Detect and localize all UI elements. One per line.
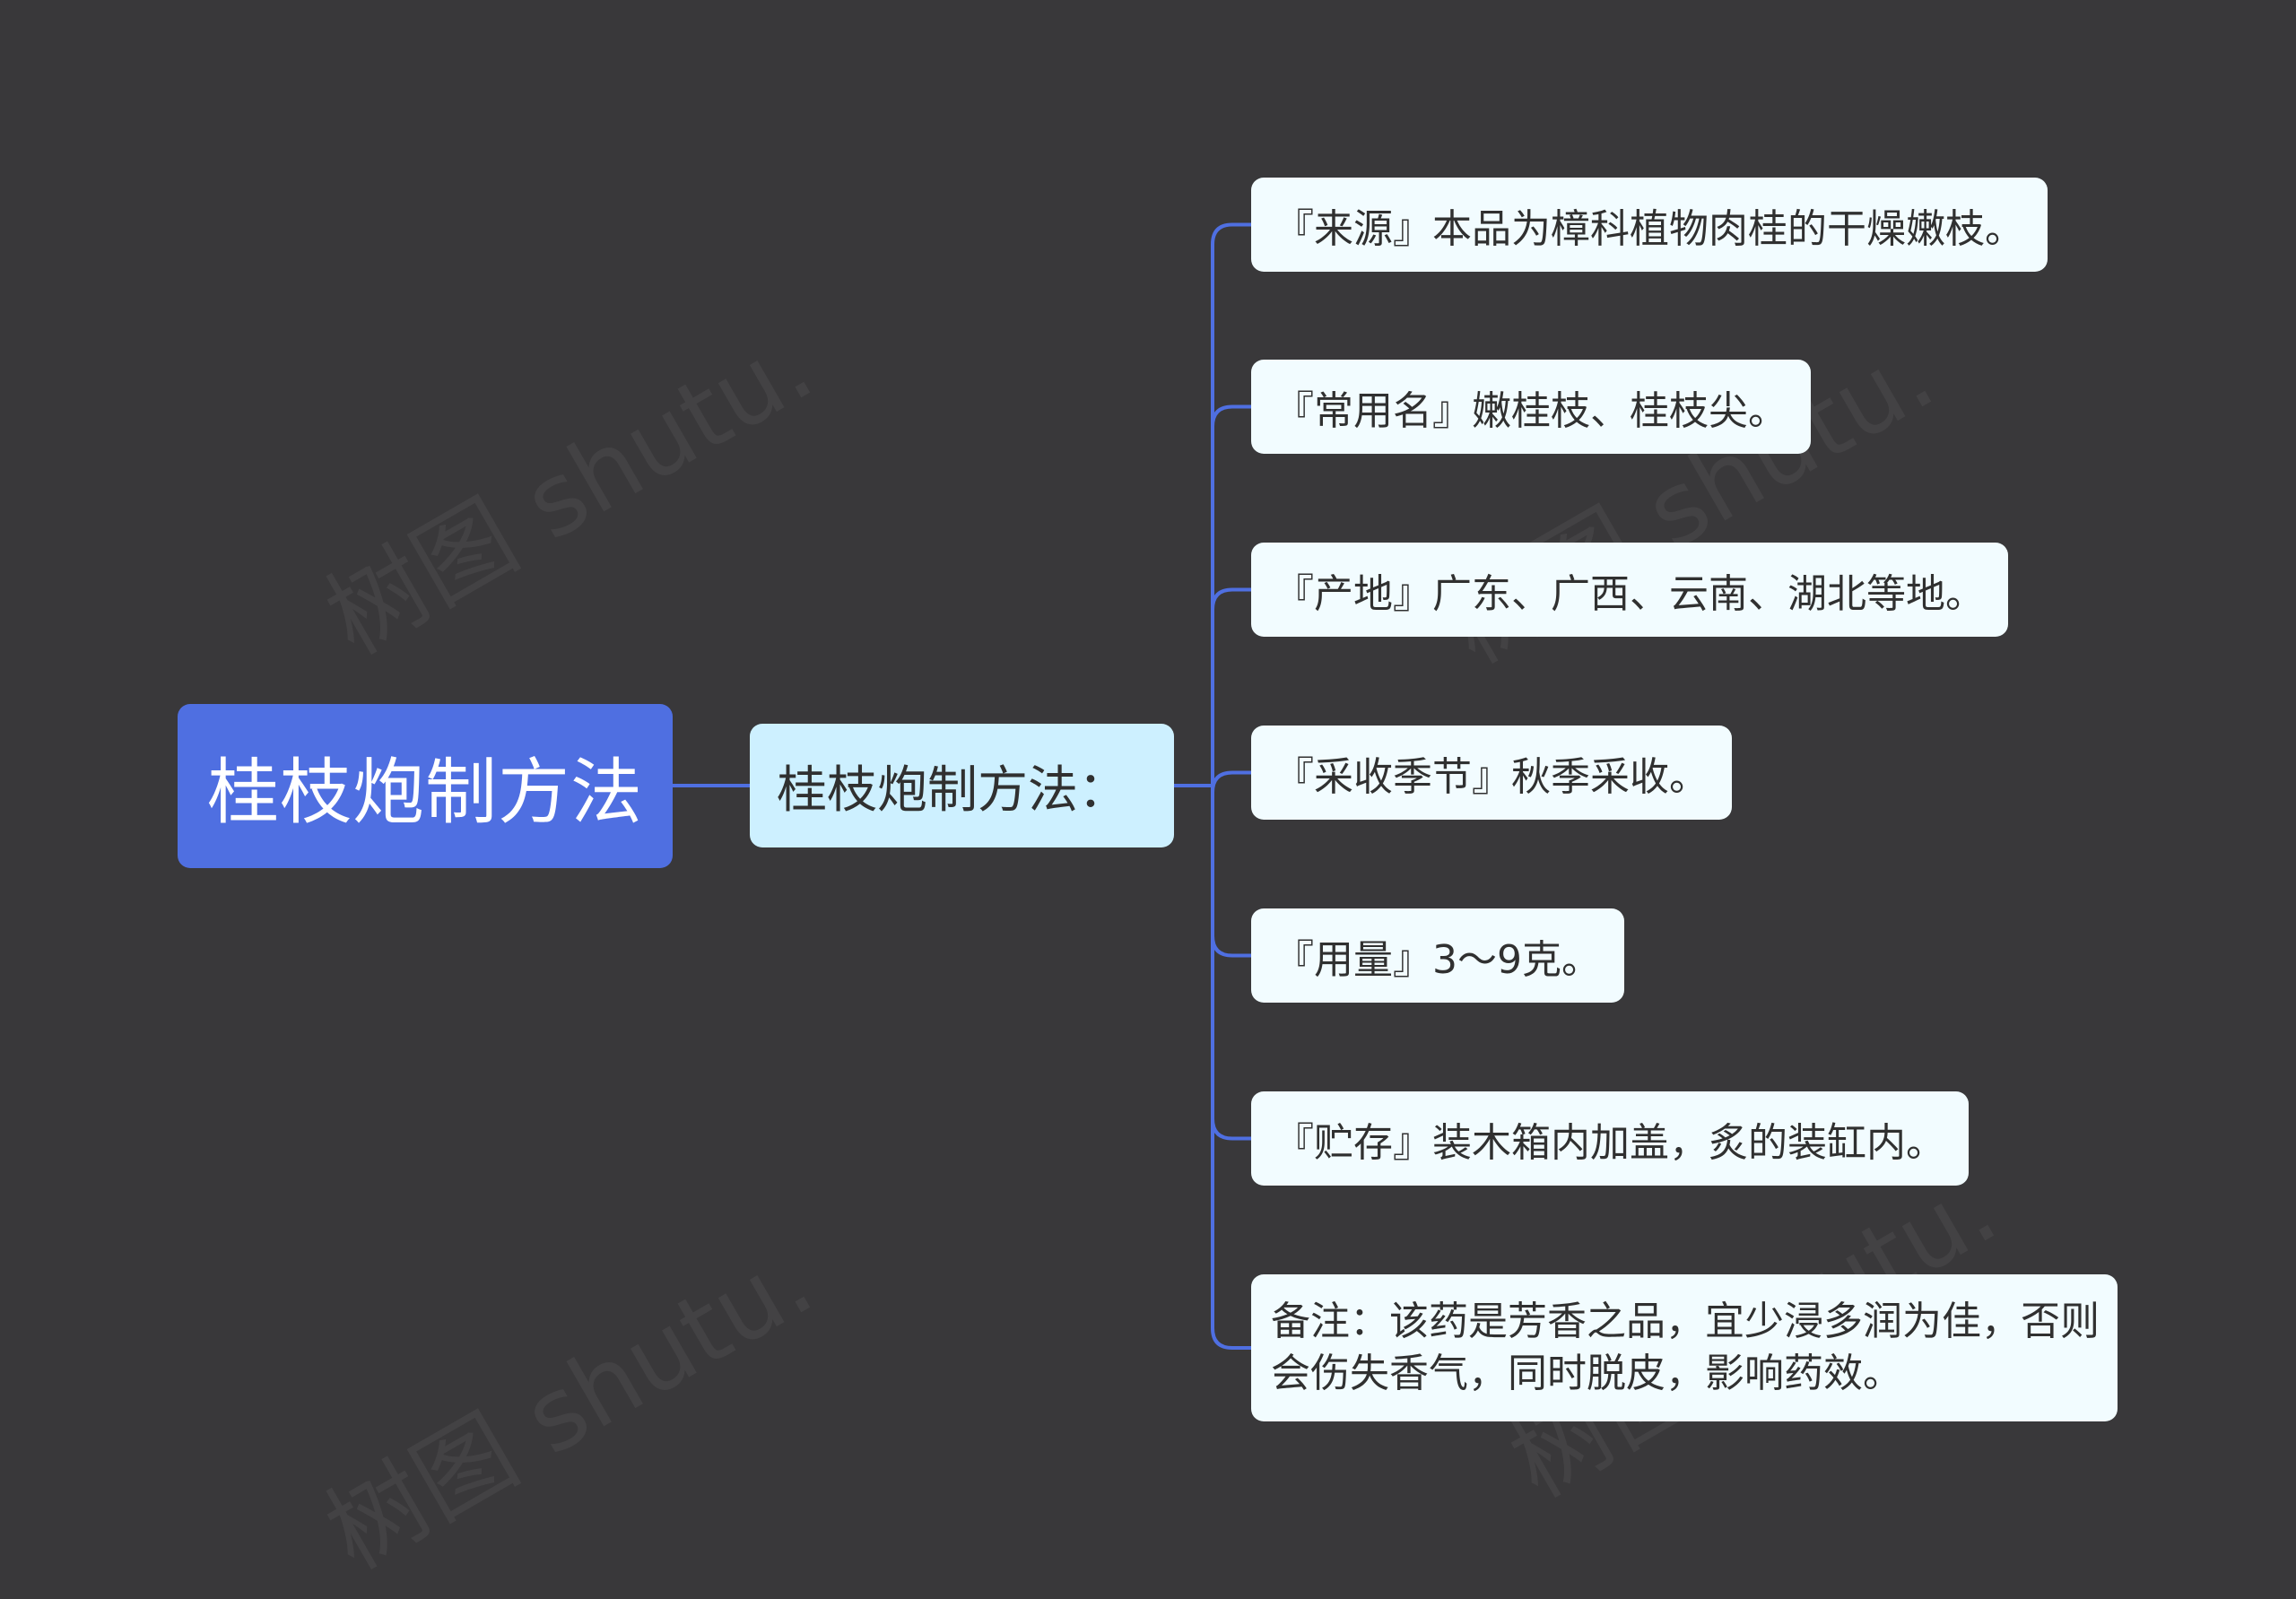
trunk-to-leaf-connector (1211, 587, 1253, 787)
trunk-to-leaf-connector (1211, 784, 1253, 1141)
leaf-node-dosage[interactable]: 『用量』3～9克。 (1251, 908, 1624, 1003)
leaf-label: 『产地』广东、广西、云南、湖北等地。 (1274, 570, 1985, 617)
subtopic-label: 桂枝炮制方法： (777, 760, 1128, 820)
trunk-to-leaf-connector (1211, 784, 1253, 958)
leaf-node-harvest-season[interactable]: 『采收季节』秋季采收。 (1251, 726, 1732, 820)
trunk-to-leaf-connector (1211, 784, 1253, 1350)
leaf-node-source[interactable]: 『来源』本品为樟科植物肉桂的干燥嫩枝。 (1251, 178, 2048, 272)
leaf-node-remark[interactable]: 备注：该药是芳香之品，宜少浸多润为佳，否则会伤失香气，同时脱皮，影响药效。 (1251, 1274, 2118, 1421)
trunk-to-leaf-connector (1211, 222, 1253, 787)
leaf-label: 『采收季节』秋季采收。 (1274, 753, 1709, 800)
subtopic-node[interactable]: 桂枝炮制方法： (750, 724, 1174, 847)
root-topic-node[interactable]: 桂枝炮制方法 (178, 704, 673, 868)
trunk-to-leaf-connector (1211, 770, 1253, 793)
root-topic-label: 桂枝炮制方法 (207, 750, 643, 834)
leaf-label: 备注：该药是芳香之品，宜少浸多润为佳，否则会伤失香气，同时脱皮，影响药效。 (1271, 1299, 2100, 1396)
leaf-node-common-name[interactable]: 『常用名』嫩桂枝、桂枝尖。 (1251, 360, 1811, 454)
leaf-node-origin[interactable]: 『产地』广东、广西、云南、湖北等地。 (1251, 543, 2008, 637)
leaf-label: 『贮存』装木箱内加盖，炙的装缸内。 (1274, 1119, 1945, 1166)
leaf-label: 『用量』3～9克。 (1274, 936, 1601, 983)
leaf-node-storage[interactable]: 『贮存』装木箱内加盖，炙的装缸内。 (1251, 1091, 1969, 1186)
leaf-label: 『来源』本品为樟科植物肉桂的干燥嫩枝。 (1274, 205, 2024, 252)
trunk-to-leaf-connector (1211, 404, 1253, 787)
leaf-label: 『常用名』嫩桂枝、桂枝尖。 (1274, 387, 1787, 434)
